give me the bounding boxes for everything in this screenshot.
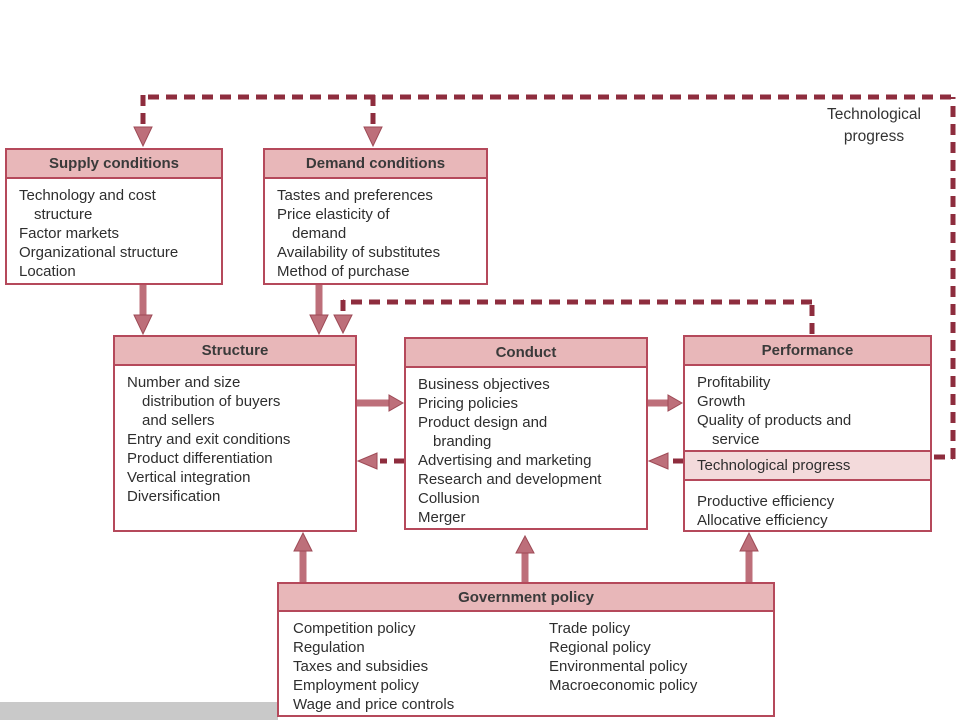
list-item: Environmental policy xyxy=(549,658,688,675)
arrowhead-into-structure-top xyxy=(333,314,353,335)
demand-to-structure-head xyxy=(309,314,329,336)
list-item: Growth xyxy=(697,393,746,410)
structure-body: Number and size distribution of buyers a… xyxy=(115,366,355,506)
list-item: Quality of products and xyxy=(697,412,852,429)
government-policy-box: Government policy Competition policy Reg… xyxy=(277,582,775,717)
supply-conditions-body: Technology and cost structure Factor mar… xyxy=(7,179,221,281)
list-item: Product differentiation xyxy=(127,450,273,467)
list-item: Diversification xyxy=(127,488,221,505)
list-item: Employment policy xyxy=(293,677,419,694)
conduct-box: Conduct Business objectives Pricing poli… xyxy=(404,337,648,530)
list-item: Organizational structure xyxy=(19,244,179,261)
list-item: Factor markets xyxy=(19,225,120,242)
list-item: Regional policy xyxy=(549,639,651,656)
conduct-title: Conduct xyxy=(406,339,646,368)
list-item: Productive efficiency xyxy=(697,493,835,510)
list-item: Method of purchase xyxy=(277,263,410,280)
list-item: Profitability xyxy=(697,374,771,391)
government-policy-col2: Trade policy Regional policy Environment… xyxy=(549,612,697,695)
list-item: Pricing policies xyxy=(418,395,519,412)
performance-to-conduct-feedback-arrow xyxy=(647,452,683,470)
structure-box: Structure Number and size distribution o… xyxy=(113,335,357,532)
list-item: Technology and cost xyxy=(19,187,156,204)
supply-conditions-box: Supply conditions Technology and cost st… xyxy=(5,148,223,285)
conduct-body: Business objectives Pricing policies Pro… xyxy=(406,368,646,527)
list-item: Price elasticity of xyxy=(277,206,390,223)
performance-body-top: Profitability Growth Quality of products… xyxy=(685,366,930,449)
government-policy-title: Government policy xyxy=(279,584,773,612)
list-item: Wage and price controls xyxy=(293,696,455,713)
list-item: Merger xyxy=(418,509,466,526)
list-item: Vertical integration xyxy=(127,469,251,486)
performance-title: Performance xyxy=(685,337,930,366)
list-item: demand xyxy=(292,225,347,242)
list-item: Availability of substitutes xyxy=(277,244,441,261)
list-item: Number and size xyxy=(127,374,241,391)
demand-conditions-box: Demand conditions Tastes and preferences… xyxy=(263,148,488,285)
list-item: Competition policy xyxy=(293,620,416,637)
arrowhead-into-supply xyxy=(133,126,153,148)
list-item: Location xyxy=(19,263,76,280)
list-item: Trade policy xyxy=(549,620,631,637)
list-item: Product design and xyxy=(418,414,548,431)
demand-conditions-title: Demand conditions xyxy=(265,150,486,179)
technological-progress-label-line2: progress xyxy=(843,128,905,145)
list-item: structure xyxy=(34,206,93,223)
list-item: Allocative efficiency xyxy=(697,512,828,529)
government-policy-col1: Competition policy Regulation Taxes and … xyxy=(293,612,454,714)
demand-conditions-body: Tastes and preferences Price elasticity … xyxy=(265,179,486,281)
government-policy-body: Competition policy Regulation Taxes and … xyxy=(279,612,773,715)
list-item: Entry and exit conditions xyxy=(127,431,291,448)
supply-to-structure-head xyxy=(133,314,153,336)
performance-to-structure-feedback-line xyxy=(340,299,815,334)
list-item: Research and development xyxy=(418,471,602,488)
arrowhead-into-demand xyxy=(363,126,383,148)
government-to-performance-head xyxy=(739,531,759,552)
supply-conditions-title: Supply conditions xyxy=(7,150,221,179)
performance-box: Performance Profitability Growth Quality… xyxy=(683,335,932,532)
list-item: and sellers xyxy=(142,412,215,429)
list-item: Regulation xyxy=(293,639,365,656)
list-item: Business objectives xyxy=(418,376,550,393)
list-item: Macroeconomic policy xyxy=(549,677,698,694)
conduct-to-structure-feedback-arrow xyxy=(356,452,404,470)
bottom-gray-bar xyxy=(0,702,278,720)
technological-progress-label-line1: Technological xyxy=(827,106,921,123)
list-item: Taxes and subsidies xyxy=(293,658,429,675)
structure-title: Structure xyxy=(115,337,355,366)
technological-progress-label: Technological progress xyxy=(808,104,940,148)
government-to-structure-head xyxy=(293,531,313,552)
list-item: service xyxy=(712,431,760,448)
government-to-conduct-head xyxy=(515,534,535,554)
list-item: Advertising and marketing xyxy=(418,452,592,469)
list-item: Collusion xyxy=(418,490,480,507)
performance-body-bottom: Productive efficiency Allocative efficie… xyxy=(685,483,930,530)
technological-progress-row: Technological progress xyxy=(683,450,932,481)
structure-to-conduct-head xyxy=(388,394,405,412)
list-item: distribution of buyers xyxy=(142,393,281,410)
list-item: branding xyxy=(433,433,492,450)
conduct-to-performance-head xyxy=(667,394,684,412)
list-item: Tastes and preferences xyxy=(277,187,433,204)
